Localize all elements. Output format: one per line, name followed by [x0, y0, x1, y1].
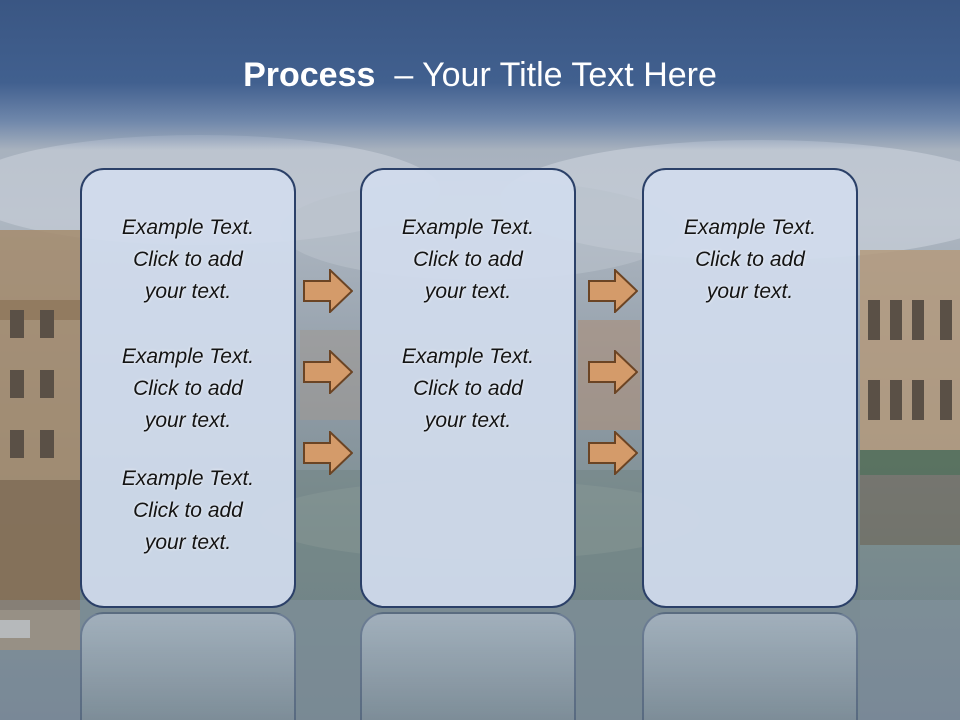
- process-box-1[interactable]: Example Text. Click to add your text. Ex…: [80, 168, 296, 608]
- example-text[interactable]: Example Text. Click to add your text.: [121, 467, 255, 554]
- right-arrow-icon: [303, 431, 353, 475]
- slide-title[interactable]: Process – Your Title Text Here: [0, 52, 960, 98]
- box-reflection: [80, 612, 296, 720]
- example-text[interactable]: Example Text. Click to add your text.: [121, 216, 255, 303]
- right-arrow-icon: [303, 350, 353, 394]
- example-text[interactable]: Example Text. Click to add your text.: [121, 345, 255, 432]
- example-text[interactable]: Example Text. Click to add your text.: [401, 216, 535, 303]
- right-arrow-icon: [588, 431, 638, 475]
- process-box-2[interactable]: Example Text. Click to add your text. Ex…: [360, 168, 576, 608]
- example-text[interactable]: Example Text. Click to add your text.: [401, 345, 535, 432]
- title-rest-part: – Your Title Text Here: [394, 56, 717, 94]
- box-reflection: [642, 612, 858, 720]
- title-bar: [0, 0, 960, 150]
- process-box-3[interactable]: Example Text. Click to add your text.: [642, 168, 858, 608]
- title-bold-part: Process: [243, 56, 376, 94]
- example-text[interactable]: Example Text. Click to add your text.: [683, 216, 817, 303]
- right-arrow-icon: [588, 350, 638, 394]
- right-arrow-icon: [588, 269, 638, 313]
- box-reflection: [360, 612, 576, 720]
- right-arrow-icon: [303, 269, 353, 313]
